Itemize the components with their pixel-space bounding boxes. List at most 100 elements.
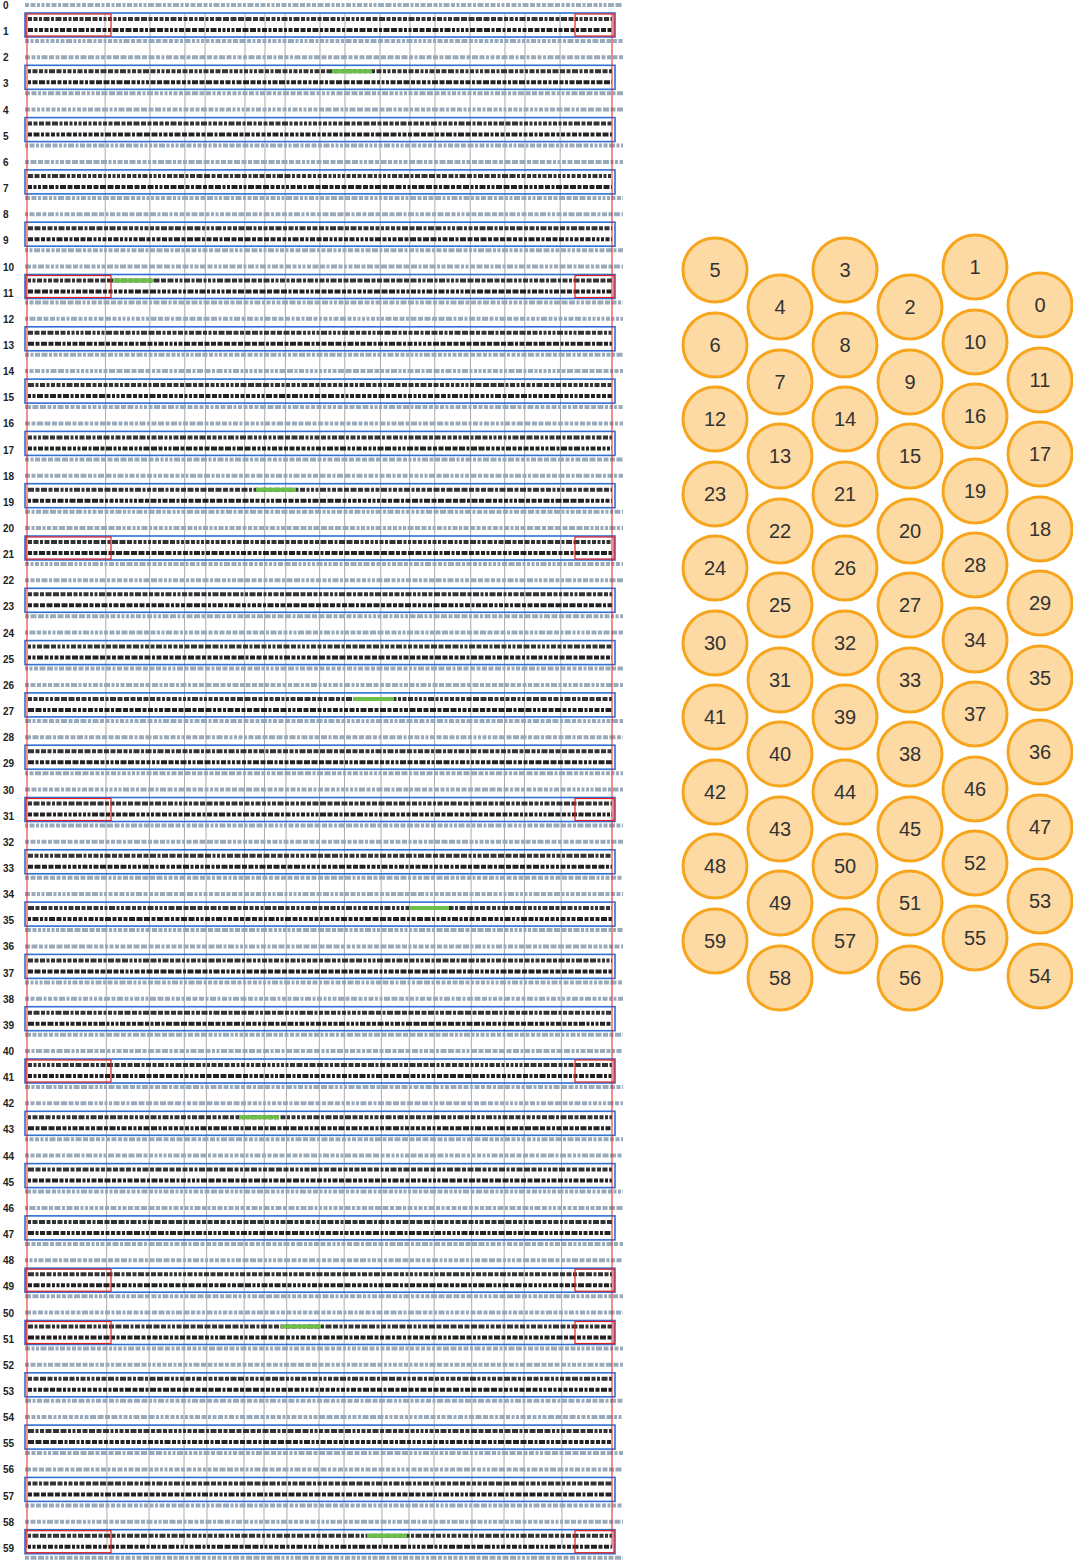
helix-circle: 12 [681, 385, 749, 453]
sequence-strip [28, 1011, 612, 1015]
helix-number: 42 [681, 758, 749, 826]
helix-pair [25, 894, 623, 930]
helix-number: 27 [876, 571, 944, 639]
row-number: 33 [2, 863, 15, 874]
helix-box [25, 693, 615, 717]
row-number: 26 [2, 680, 15, 691]
staple-end [26, 537, 111, 559]
sequence-strip [28, 394, 612, 398]
sequence-strip [28, 813, 612, 817]
highlight-strip [256, 488, 296, 492]
helix-box [25, 641, 615, 665]
sequence-strip [28, 1283, 612, 1287]
sequence-strip [25, 892, 623, 896]
helix-circle: 2 [876, 273, 944, 341]
sequence-strip [25, 91, 623, 95]
staple-end [575, 14, 614, 36]
helix-circle: 35 [1006, 644, 1073, 712]
row-number: 9 [2, 235, 10, 246]
sequence-strip [25, 1154, 623, 1158]
helix-number: 28 [941, 531, 1009, 599]
helix-box [25, 1164, 615, 1188]
helix-box [25, 1059, 615, 1083]
helix-circle: 15 [876, 422, 944, 490]
helix-number: 36 [1006, 718, 1073, 786]
sequence-strip [25, 614, 623, 618]
row-number: 44 [2, 1151, 15, 1162]
helix-box [25, 745, 615, 769]
helix-pair [25, 1103, 623, 1139]
row-number: 15 [2, 392, 15, 403]
helix-number: 4 [746, 273, 814, 341]
helix-circle: 26 [811, 534, 879, 602]
sequence-strip [25, 212, 623, 216]
sequence-strip [25, 840, 623, 844]
helix-number: 49 [746, 869, 814, 937]
row-number: 43 [2, 1124, 15, 1135]
helix-number: 11 [1006, 346, 1073, 414]
helix-circle: 32 [811, 609, 879, 677]
crossover-line [344, 14, 345, 1548]
helix-number: 2 [876, 273, 944, 341]
row-number: 56 [2, 1464, 15, 1475]
helix-number: 39 [811, 683, 879, 751]
row-number: 10 [2, 262, 15, 273]
row-number: 20 [2, 523, 15, 534]
helix-pair [25, 842, 623, 878]
helix-circle: 38 [876, 720, 944, 788]
row-number: 45 [2, 1177, 15, 1188]
helix-box [25, 1425, 615, 1449]
sequence-strip [28, 656, 612, 660]
row-number: 13 [2, 340, 15, 351]
helix-circle: 44 [811, 758, 879, 826]
sequence-strip [28, 1063, 612, 1067]
sequence-strip [28, 1126, 612, 1130]
sequence-strip [28, 488, 612, 492]
sequence-strip [25, 108, 623, 112]
helix-number: 59 [681, 907, 749, 975]
helix-number: 47 [1006, 793, 1073, 861]
sequence-strip [28, 1388, 612, 1392]
sequence-strip [25, 771, 623, 775]
sequence-strip [25, 1311, 623, 1315]
sequence-strip [25, 1520, 623, 1524]
helix-circle: 6 [681, 311, 749, 379]
helix-number: 45 [876, 795, 944, 863]
sequence-strip [25, 719, 623, 723]
helix-circle: 43 [746, 795, 814, 863]
crossover-line [319, 14, 320, 1548]
helix-pair [25, 1156, 623, 1192]
row-number: 1 [2, 26, 10, 37]
helix-circle: 58 [746, 944, 814, 1012]
helix-circle: 51 [876, 869, 944, 937]
helix-circle: 59 [681, 907, 749, 975]
row-number: 30 [2, 785, 15, 796]
helix-pair [25, 580, 623, 616]
sequence-strip [28, 749, 612, 753]
row-number: 7 [2, 183, 10, 194]
sequence-strip [28, 1377, 612, 1381]
helix-circle: 1 [941, 233, 1009, 301]
helix-number: 32 [811, 609, 879, 677]
row-number: 57 [2, 1491, 15, 1502]
helix-pair [25, 214, 623, 250]
helix-pair [25, 1313, 623, 1349]
helix-circle: 13 [746, 422, 814, 490]
crossover-line [264, 14, 265, 1548]
row-number: 34 [2, 889, 15, 900]
sequence-strip [25, 1033, 623, 1037]
row-number: 17 [2, 445, 15, 456]
row-number: 16 [2, 418, 15, 429]
helix-pair [25, 371, 623, 407]
sequence-strip [28, 1545, 612, 1549]
sequence-strip [28, 854, 612, 858]
sequence-strip [25, 1556, 623, 1560]
helix-pair [25, 633, 623, 669]
helix-number: 41 [681, 683, 749, 751]
sequence-strip [25, 876, 623, 880]
helix-circle: 4 [746, 273, 814, 341]
staple-end [26, 1322, 111, 1344]
helix-box [25, 1007, 615, 1031]
sequence-strip [28, 28, 612, 32]
row-number: 6 [2, 157, 10, 168]
